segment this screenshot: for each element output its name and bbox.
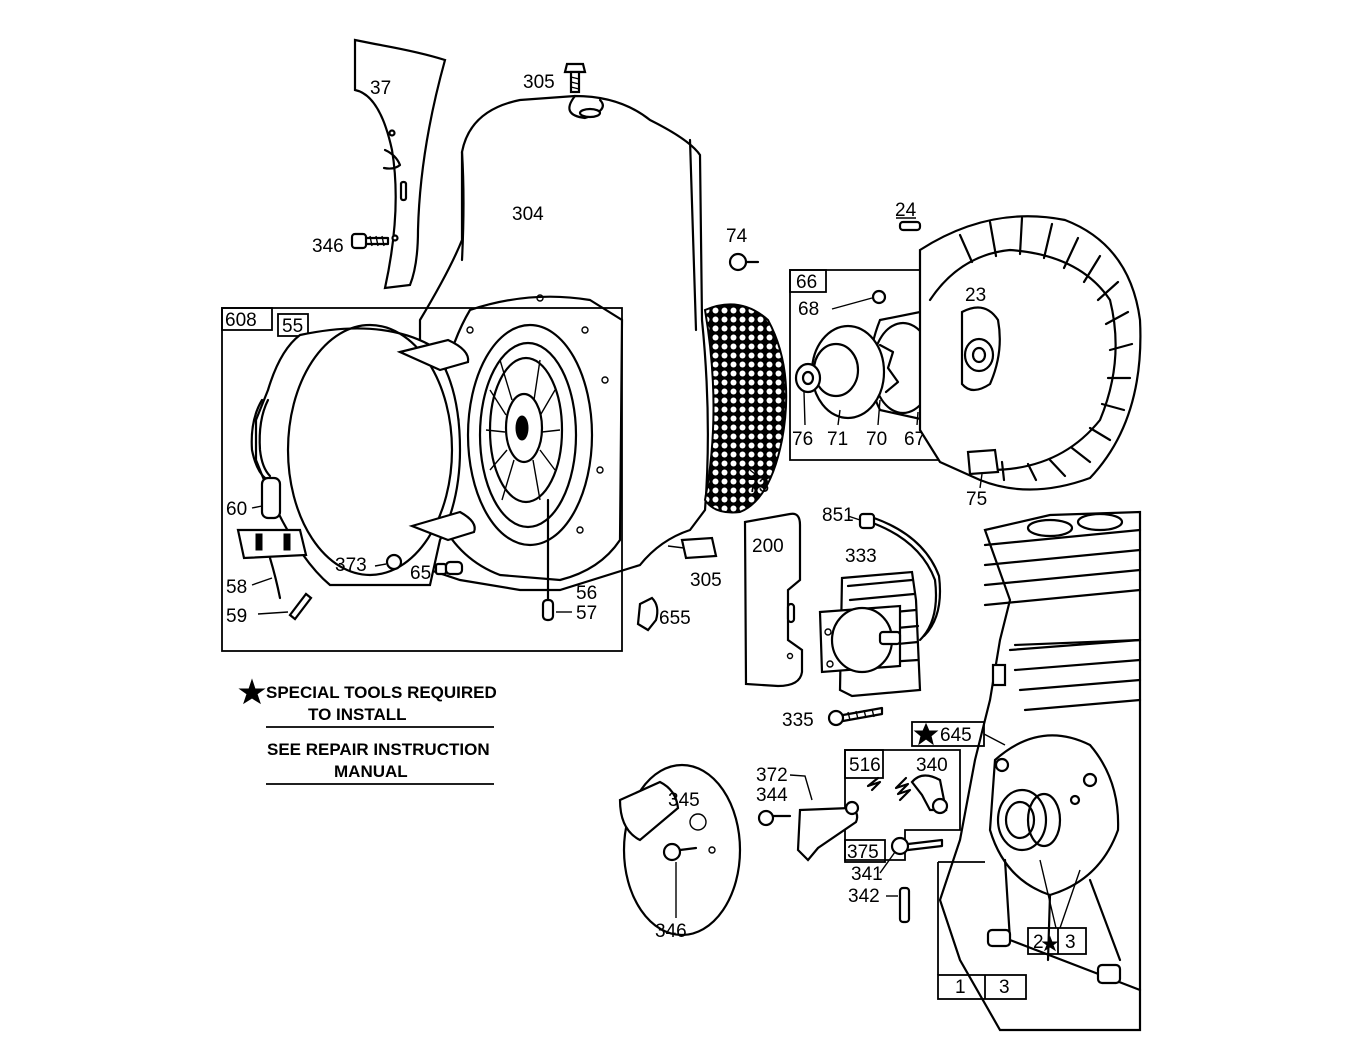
label-200: 200 [752,536,784,557]
label-60: 60 [226,499,247,520]
label-24: 24 [895,200,917,221]
label-2: 2 [1033,932,1044,953]
label-73: 73 [748,476,769,497]
label-342: 342 [848,886,880,907]
label-305-lower: 305 [690,570,722,591]
label-373: 373 [335,555,367,576]
crankcase-block [938,510,1142,1032]
label-304: 304 [512,204,544,225]
screw-335: 335 [782,706,884,731]
label-346-bottom: 346 [655,921,687,942]
brake-pulley-345: 345 346 [618,763,742,942]
label-3-box: 3 [1065,932,1076,953]
label-372: 372 [756,765,788,786]
note-special-tools-line1: SPECIAL TOOLS REQUIRED [266,683,497,702]
flywheel-key-24: 24 [895,200,922,232]
screw-74: 74 [726,226,760,272]
label-23: 23 [965,285,986,306]
label-76: 76 [792,429,813,450]
label-1: 1 [955,977,966,998]
flywheel-23: 23 75 [918,215,1142,510]
label-655: 655 [659,608,691,629]
governor-assembly: 516 340 375 372 344 341 342 [756,749,961,924]
label-74: 74 [726,226,748,247]
note-repair-line1: SEE REPAIR INSTRUCTION [267,740,490,759]
label-57: 57 [576,603,597,624]
label-645: 645 [940,725,972,746]
rotating-screen-73: 73 [703,303,788,514]
label-56: 56 [576,583,597,604]
label-37: 37 [370,78,391,99]
label-851: 851 [822,505,854,526]
label-71: 71 [827,429,848,450]
label-75: 75 [966,489,987,510]
starter-assembly-box-608: 608 55 60 58 59 373 65 56 57 [221,307,623,652]
label-345: 345 [668,790,700,811]
label-67: 67 [904,429,925,450]
label-66: 66 [796,272,817,293]
label-344: 344 [756,785,788,806]
label-65: 65 [410,563,431,584]
label-58: 58 [226,577,247,598]
screw-305-top: 305 [523,62,587,94]
label-68: 68 [798,299,819,320]
ground-wire-851: 851 [822,505,942,642]
note-repair-line2: MANUAL [334,762,408,781]
label-box-1-3: 1 3 [937,861,1027,1000]
label-516: 516 [849,755,881,776]
label-box-645: 645 [911,721,1006,747]
special-tools-note: SPECIAL TOOLS REQUIRED TO INSTALL SEE RE… [238,678,497,785]
label-608: 608 [225,310,257,331]
label-340: 340 [916,755,948,776]
air-baffle-200: 200 [743,512,804,688]
clip-655: 655 [636,596,691,632]
label-55: 55 [282,316,303,337]
blower-housing-304: 304 [418,94,718,622]
label-375: 375 [847,842,879,863]
label-3-bottom: 3 [999,977,1010,998]
air-guide-37: 37 [353,38,447,290]
label-333: 333 [845,546,877,567]
label-341: 341 [851,864,883,885]
label-346-left: 346 [312,236,344,257]
label-305-top: 305 [523,72,555,93]
screw-346-left: 346 [312,232,390,257]
armature-333: 333 [818,546,922,698]
label-box-2-3: 2 3 [1027,859,1087,955]
note-special-tools-line2: TO INSTALL [308,705,407,724]
label-70: 70 [866,429,887,450]
label-335: 335 [782,710,814,731]
label-59: 59 [226,606,247,627]
